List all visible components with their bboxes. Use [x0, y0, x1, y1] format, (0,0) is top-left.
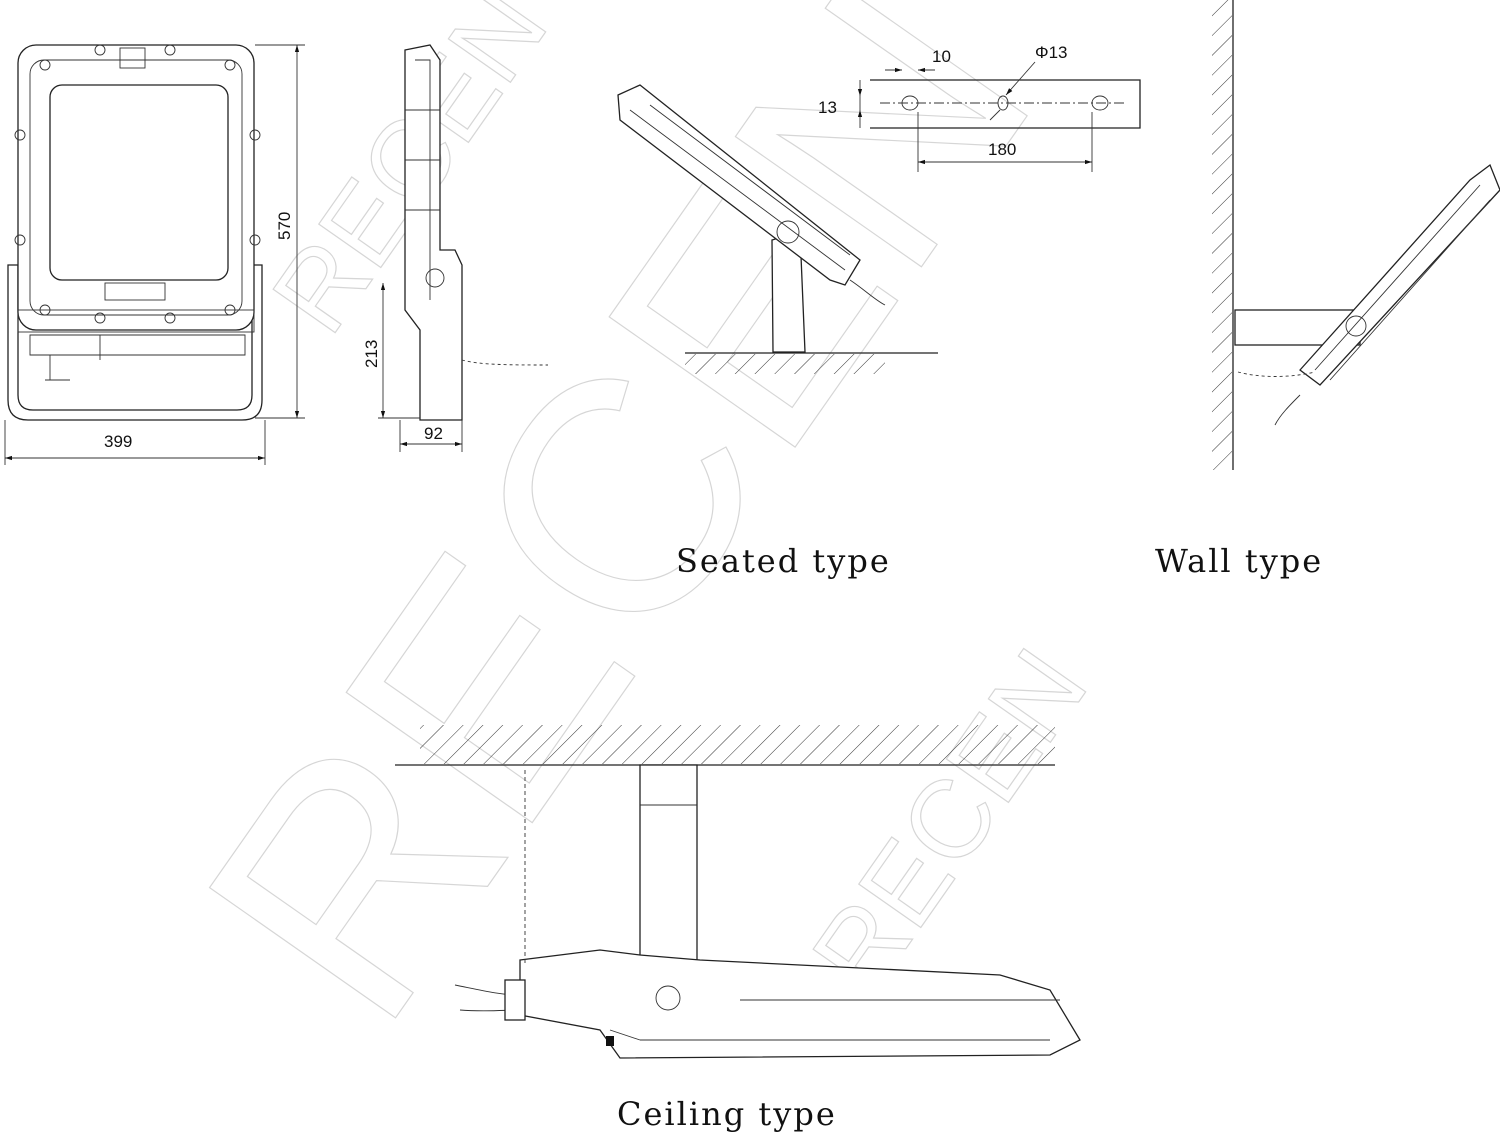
caption-seated-type: Seated type — [676, 542, 891, 580]
dim-hole-diameter: Φ13 — [1035, 43, 1067, 62]
dim-depth: 92 — [424, 424, 443, 443]
dim-hole-spacing: 180 — [988, 140, 1016, 159]
dim-bracket-height: 213 — [362, 340, 381, 368]
wall-type-drawing: Wall type — [1155, 0, 1500, 580]
dim-hole-offset: 10 — [932, 47, 951, 66]
mounting-plate-detail: 13 10 Φ13 180 — [818, 43, 1141, 172]
dim-hole-height: 13 — [818, 98, 837, 117]
side-view: 213 92 — [362, 44, 549, 452]
caption-wall-type: Wall type — [1155, 542, 1323, 580]
caption-ceiling-type: Ceiling type — [617, 1095, 837, 1133]
seated-type-drawing: Seated type — [617, 84, 938, 580]
dim-height: 570 — [275, 212, 294, 240]
front-view: 570 399 — [4, 44, 305, 465]
svg-text:RECEN: RECEN — [789, 628, 1111, 1014]
ceiling-type-drawing: Ceiling type — [395, 725, 1081, 1133]
dim-width: 399 — [104, 432, 132, 451]
